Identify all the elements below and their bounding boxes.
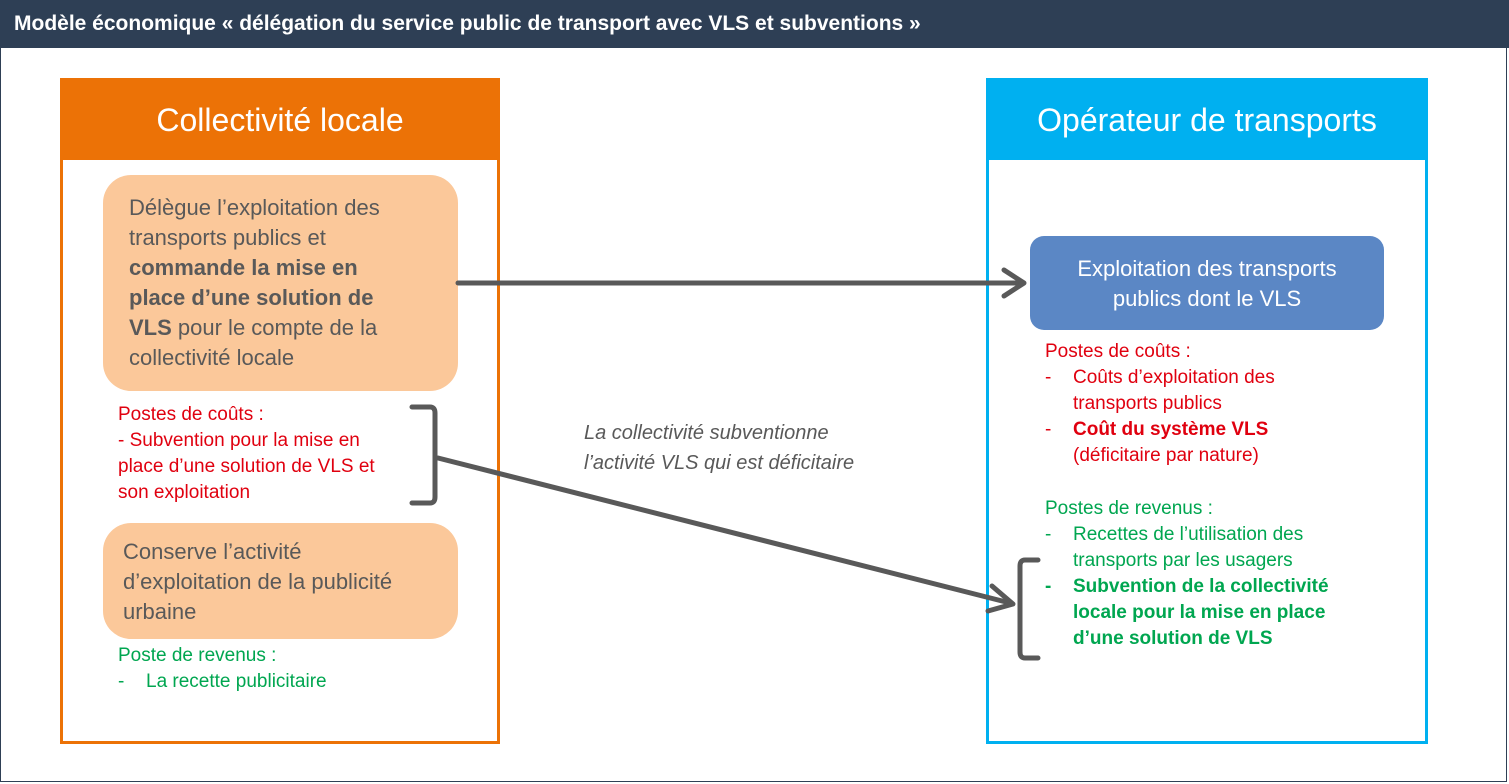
local-costs-line-3: son exploitation xyxy=(118,482,251,503)
subsidy-note: La collectivité subventionne l’activité … xyxy=(584,418,924,478)
operator-costs-heading: Postes de coûts : xyxy=(1045,341,1191,362)
delegation-line-2: transports publics et xyxy=(129,225,326,250)
advertising-line-1: Conserve l’activité xyxy=(123,539,302,564)
operator-revenues-heading: Postes de revenus : xyxy=(1045,498,1213,519)
list-dash: - xyxy=(118,671,125,692)
local-revenues-block: Poste de revenus : -La recette publicita… xyxy=(118,643,438,695)
local-revenue-item: -La recette publicitaire xyxy=(118,669,438,695)
local-revenue-item-text: La recette publicitaire xyxy=(146,671,327,692)
local-costs-bracket xyxy=(409,404,438,506)
transport-operator-title: Opérateur de transports xyxy=(989,81,1425,160)
local-costs-heading: Postes de coûts : xyxy=(118,404,264,425)
operator-costs-block: Postes de coûts : - Coûts d’exploitation… xyxy=(1045,339,1405,469)
delegation-line-3: commande la mise en xyxy=(129,255,358,280)
diagram-title: Modèle économique « délégation du servic… xyxy=(0,0,1509,48)
local-costs-line-1: - Subvention pour la mise en xyxy=(118,430,360,451)
local-authority-title: Collectivité locale xyxy=(63,81,497,160)
subsidy-note-line-2: l’activité VLS qui est déficitaire xyxy=(584,452,855,474)
operation-line-1: Exploitation des transports xyxy=(1077,256,1337,281)
delegation-line-5-bold: VLS xyxy=(129,315,172,340)
operator-revenue-item-2: - Subvention de la collectivité locale p… xyxy=(1045,574,1415,652)
advertising-line-3: urbaine xyxy=(123,599,197,624)
delegation-line-6: collectivité locale xyxy=(129,345,295,370)
local-costs-block: Postes de coûts : - Subvention pour la m… xyxy=(118,402,438,506)
operator-cost-item-1-line-2: transports publics xyxy=(1073,393,1222,414)
subsidy-arrow xyxy=(435,455,1013,606)
list-dash: - xyxy=(1045,524,1052,545)
delegation-line-5-rest: pour le compte de la xyxy=(171,315,378,340)
transport-operator-panel: Opérateur de transports xyxy=(986,78,1428,744)
operator-revenue-item-1: - Recettes de l’utilisation des transpor… xyxy=(1045,522,1415,574)
delegation-line-5: VLS pour le compte de la xyxy=(129,313,434,343)
delegation-line-4: place d’une solution de xyxy=(129,285,374,310)
local-authority-panel: Collectivité locale xyxy=(60,78,500,744)
operator-revenues-bracket xyxy=(1017,557,1041,661)
delegation-bubble: Délègue l’exploitation des transports pu… xyxy=(103,175,458,391)
local-revenues-heading: Poste de revenus : xyxy=(118,645,277,666)
local-costs-line-2: place d’une solution de VLS et xyxy=(118,456,375,477)
operator-revenue-item-1-line-2: transports par les usagers xyxy=(1073,550,1293,571)
operator-revenues-block: Postes de revenus : - Recettes de l’util… xyxy=(1045,496,1415,652)
operator-cost-item-1-line-1: Coûts d’exploitation des xyxy=(1073,367,1275,388)
advertising-line-2: d’exploitation de la publicité xyxy=(123,569,393,594)
operator-cost-item-2-line-1: Coût du système VLS xyxy=(1073,419,1269,440)
operator-cost-item-1: - Coûts d’exploitation des transports pu… xyxy=(1045,365,1405,417)
subsidy-arrowhead xyxy=(985,583,1016,614)
delegation-line-1: Délègue l’exploitation des xyxy=(129,195,380,220)
delegation-arrowhead xyxy=(1001,267,1027,299)
list-dash: - xyxy=(1045,367,1052,388)
list-dash: - xyxy=(1045,576,1052,597)
operation-box: Exploitation des transports publics dont… xyxy=(1030,236,1384,330)
advertising-bubble: Conserve l’activité d’exploitation de la… xyxy=(103,523,458,639)
subsidy-note-line-1: La collectivité subventionne xyxy=(584,422,829,444)
operator-revenue-item-1-line-1: Recettes de l’utilisation des xyxy=(1073,524,1304,545)
operator-cost-item-2-line-2: (déficitaire par nature) xyxy=(1073,445,1259,466)
operator-revenue-item-2-line-3: d’une solution de VLS xyxy=(1073,628,1273,649)
operator-revenue-item-2-line-2: locale pour la mise en place xyxy=(1073,602,1326,623)
list-dash: - xyxy=(1045,419,1052,440)
operator-revenue-item-2-line-1: Subvention de la collectivité xyxy=(1073,576,1329,597)
operator-cost-item-2: - Coût du système VLS (déficitaire par n… xyxy=(1045,417,1405,469)
operation-line-2: publics dont le VLS xyxy=(1112,286,1302,311)
